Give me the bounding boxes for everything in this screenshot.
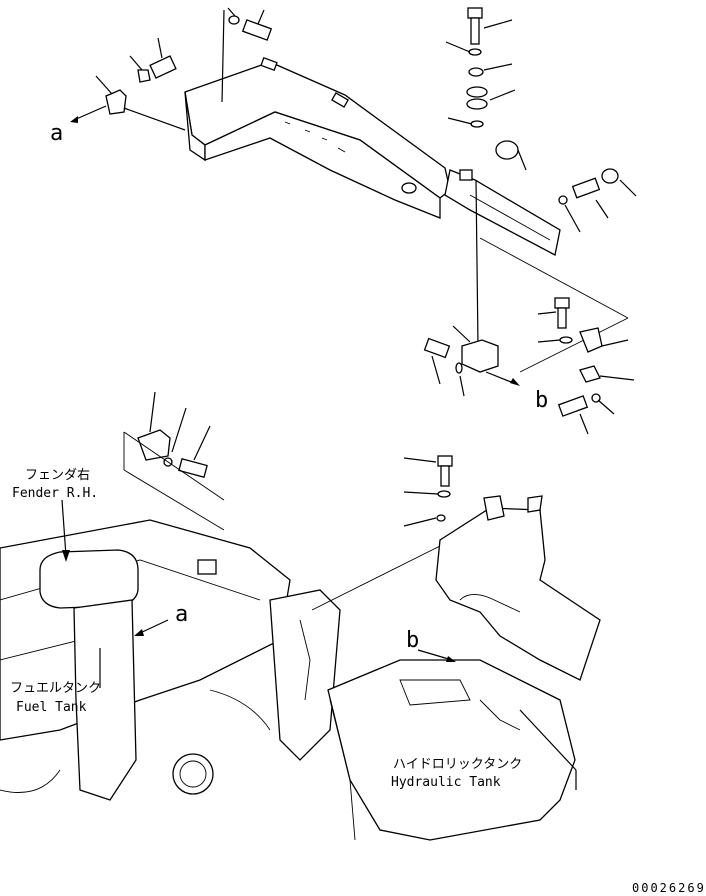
callout-b-bottom: b [406,628,419,653]
hydraulic-tank-label-jp: ハイドロリックタンク [393,757,522,772]
callout-a-top: a [50,121,63,146]
hydraulic-tank [327,649,577,841]
left-bracket-group [70,37,186,131]
vertical-fastener-stack [445,7,527,347]
right-bolt-group [479,168,637,373]
upper-cover-assembly [184,57,561,256]
fender-fuel-tank-body [0,519,341,801]
fender-label-en: Fender R.H. [12,486,98,501]
fuel-tank-label-en: Fuel Tank [16,700,87,715]
callout-a-bottom: a [175,602,188,627]
hydraulic-tank-label-en: Hydraulic Tank [391,775,501,790]
fender-bracket-group [123,391,225,531]
callout-b-top: b [535,388,548,413]
top-bolt-group [221,7,273,103]
lower-leaders [61,499,441,688]
fender-label-jp: フェンダ右 [25,468,90,483]
mount-block-group [423,297,635,435]
fuel-tank-label-jp: フュエルタンク [10,681,101,696]
hydraulic-side-plate [403,455,601,681]
document-number: 00026269 [632,881,706,895]
